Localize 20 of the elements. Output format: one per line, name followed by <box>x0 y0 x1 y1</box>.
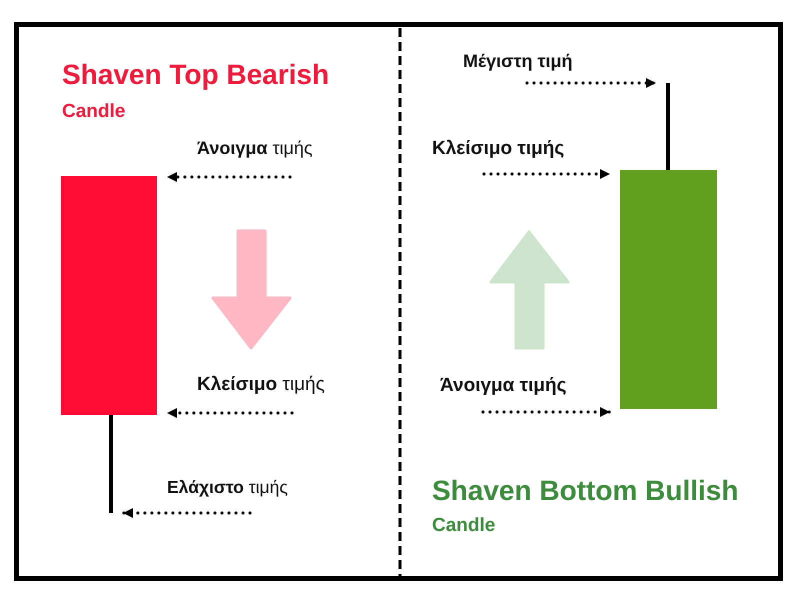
candle-subtitle: Candle <box>62 101 126 124</box>
price-label: Ελάχιστο τιμής <box>167 477 288 498</box>
price-label: Άνοιγμα τιμής <box>197 138 313 160</box>
candle-wick <box>666 83 670 171</box>
leader-arrow <box>166 172 292 182</box>
leader-arrow <box>526 78 658 88</box>
price-label: Κλείσιμο τιμής <box>197 374 325 397</box>
leader-arrow <box>482 169 612 179</box>
leader-arrow <box>482 407 612 417</box>
price-label: Άνοιγμα τιμής <box>440 375 566 398</box>
leader-arrow <box>122 508 252 518</box>
candle-title: Shaven Bottom Bullish <box>432 474 738 508</box>
candle-wick <box>109 415 113 513</box>
candle-body <box>620 170 717 409</box>
candle-subtitle: Candle <box>432 515 496 538</box>
candle-title: Shaven Top Bearish <box>62 58 330 92</box>
leader-arrow <box>166 408 294 418</box>
price-label: Μέγιστη τιμή <box>463 51 573 73</box>
price-label: Κλείσιμο τιμής <box>432 138 564 161</box>
candle-body <box>61 176 157 415</box>
